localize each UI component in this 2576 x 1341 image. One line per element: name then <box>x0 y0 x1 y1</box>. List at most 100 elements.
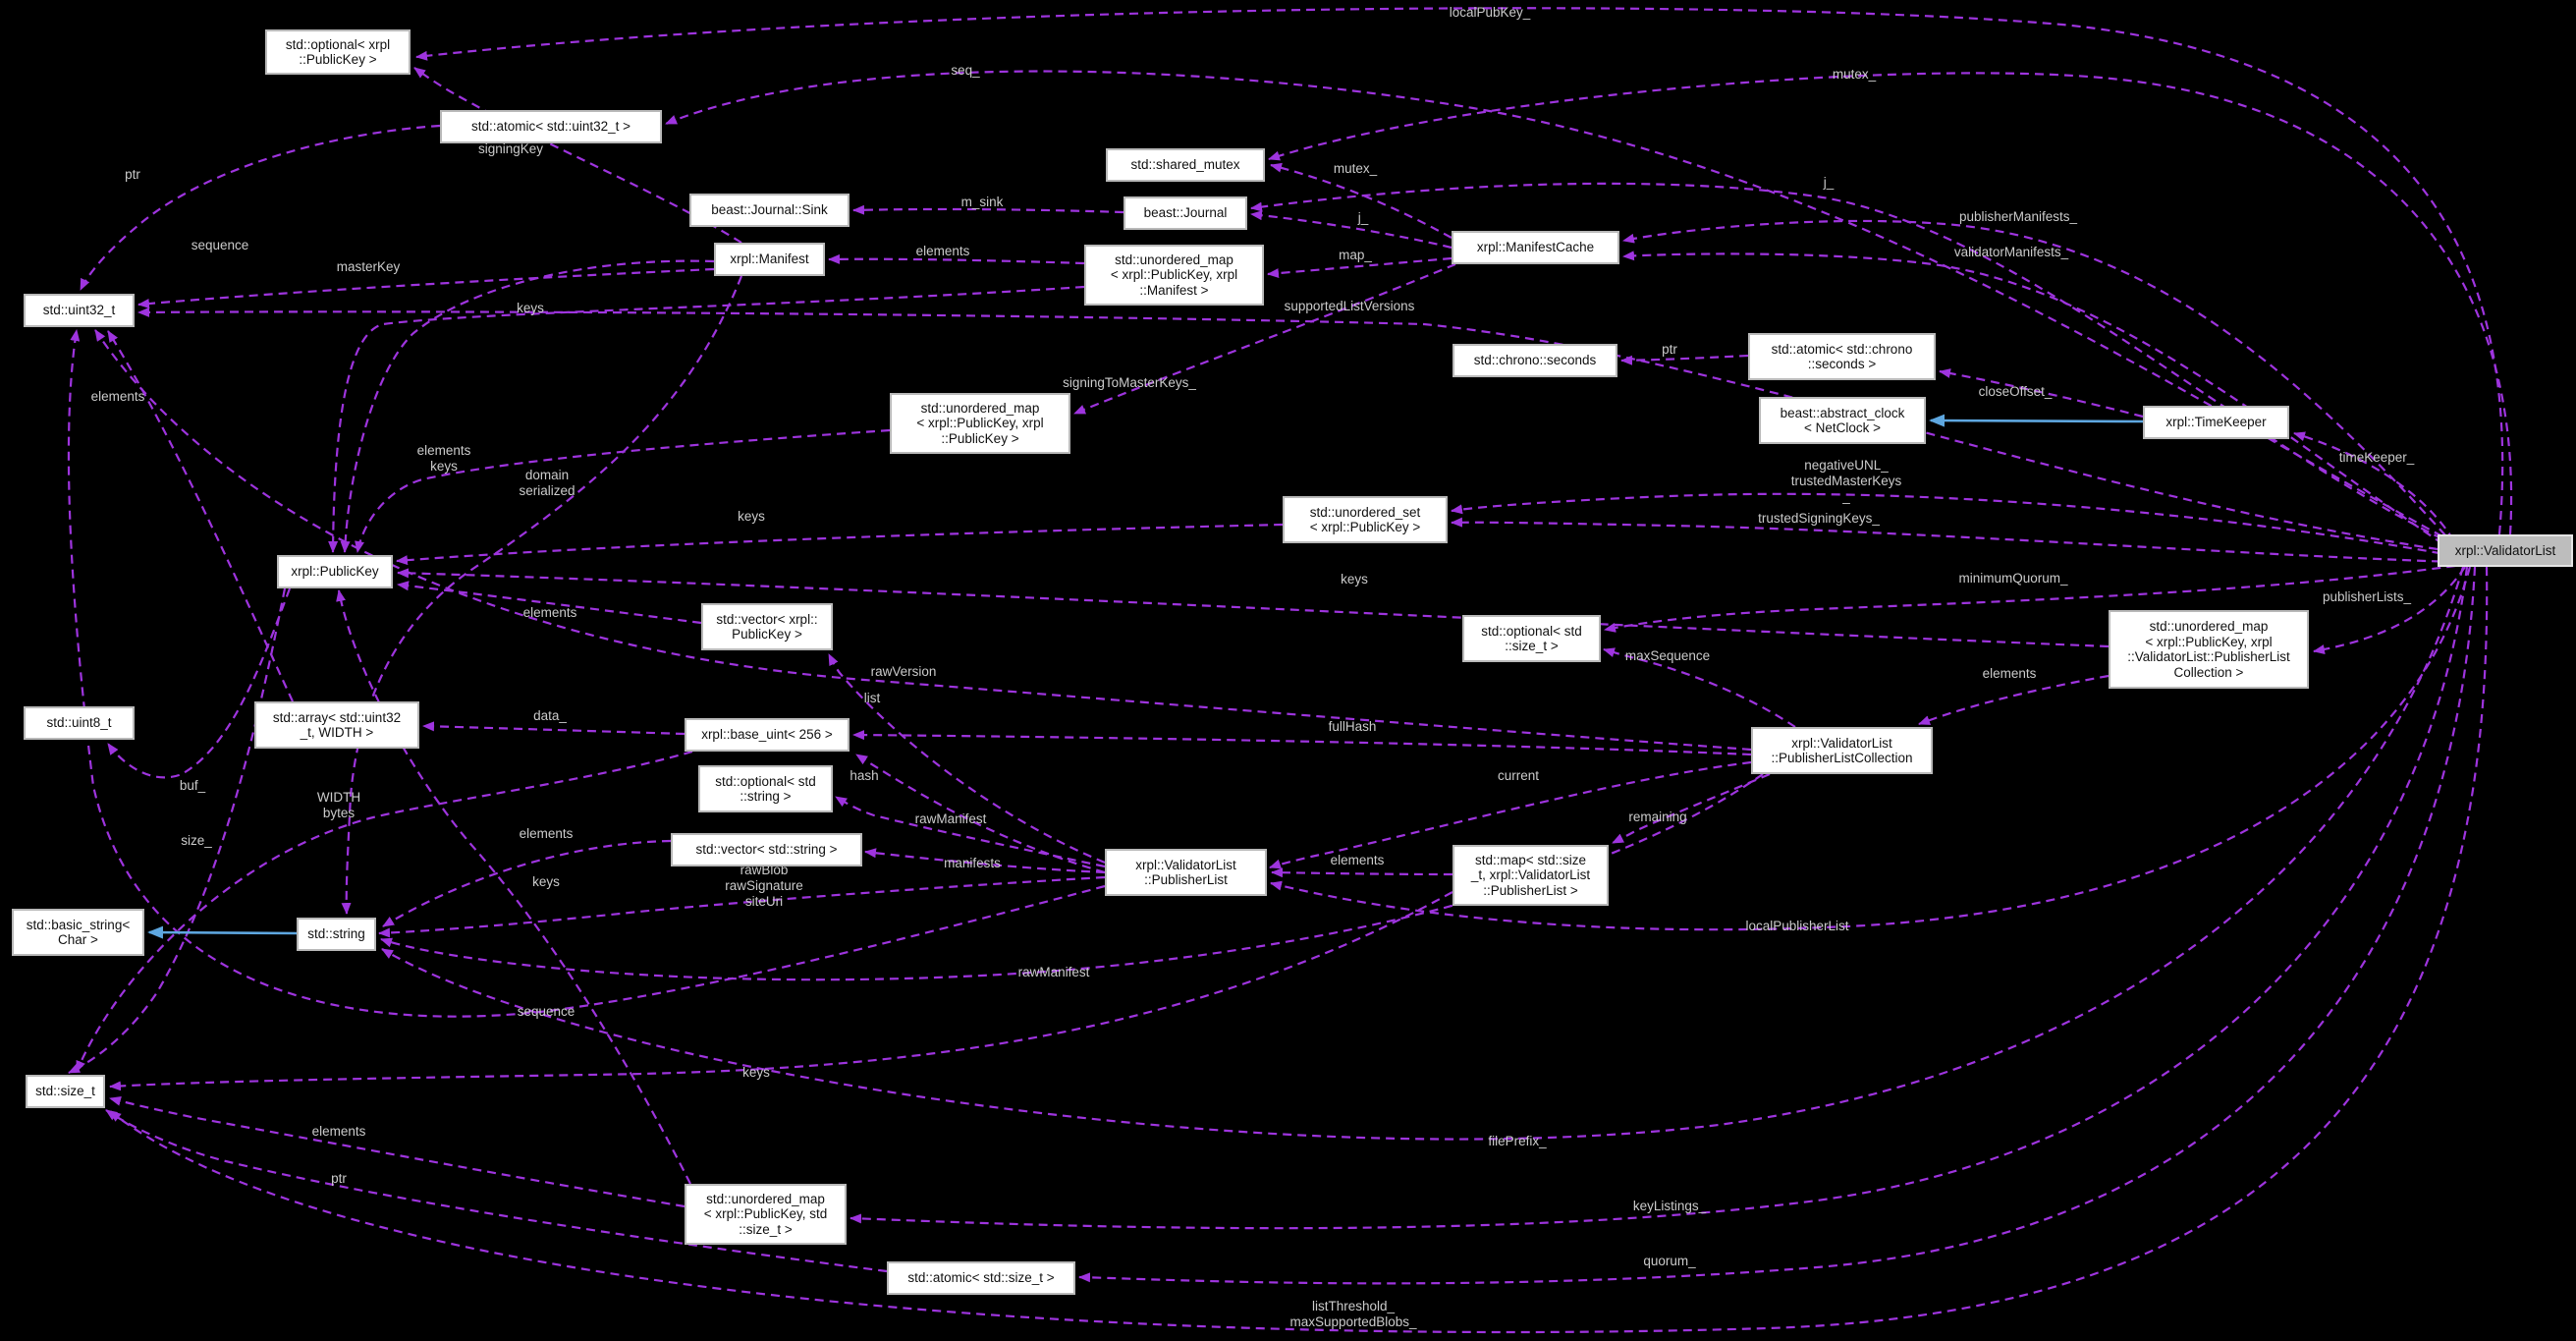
node-atomic-size[interactable]: std::atomic< std::size_t > <box>887 1261 1075 1295</box>
node-label-line: xrpl::ManifestCache <box>1476 240 1595 255</box>
node-vec-pk[interactable]: std::vector< xrpl::PublicKey > <box>701 603 833 650</box>
node-label-line: std::optional< std <box>1481 623 1582 639</box>
edge-vec-string-to-string <box>382 839 672 927</box>
node-label-line: ::PublisherList <box>1144 872 1228 887</box>
node-base-uint[interactable]: xrpl::base_uint< 256 > <box>685 718 850 752</box>
node-label-line: < xrpl::PublicKey > <box>1309 520 1421 534</box>
edge-umap-pk-manifest-to-publickey <box>328 285 1085 553</box>
node-label-line: xrpl::ValidatorList <box>1135 857 1236 872</box>
node-journal-sink[interactable]: beast::Journal::Sink <box>689 194 850 227</box>
node-label-line: ::Manifest > <box>1139 282 1209 298</box>
node-umap-pk-pk[interactable]: std::unordered_map< xrpl::PublicKey, xrp… <box>890 393 1070 454</box>
edge-array-uint32-to-uint32 <box>107 330 294 702</box>
edge-base-uint-to-array-uint32 <box>422 721 685 736</box>
edge-timekeeper-to-atomic-chrono <box>1939 368 2144 419</box>
node-label-line: ::ValidatorList::PublisherList <box>2127 649 2290 664</box>
node-shared-mutex[interactable]: std::shared_mutex <box>1106 148 1265 182</box>
edge-base-uint-to-size-t <box>75 750 693 1073</box>
node-label-line: std::unordered_map <box>1115 251 1233 267</box>
node-map-plist[interactable]: std::map< std::size_t, xrpl::ValidatorLi… <box>1452 845 1609 906</box>
node-label-line: < xrpl::PublicKey, xrpl <box>916 416 1044 431</box>
edge-plc-to-publisherlist <box>1269 760 1752 869</box>
edge-umap-pk-plc-to-plc <box>1918 674 2110 726</box>
node-validatorlist[interactable]: xrpl::ValidatorList <box>2438 534 2573 567</box>
node-manifestcache[interactable]: xrpl::ManifestCache <box>1452 231 1619 264</box>
node-label-line: std::basic_string< <box>26 917 131 932</box>
node-basic-string[interactable]: std::basic_string<Char > <box>12 909 144 956</box>
edge-manifest-to-opt-publickey <box>413 67 742 244</box>
edge-timekeeper-to-abstract-clock <box>1929 414 2144 427</box>
node-opt-publickey[interactable]: std::optional< xrpl::PublicKey > <box>265 29 411 75</box>
node-label-line: ::PublisherList > <box>1483 882 1578 898</box>
node-label-line: < xrpl::PublicKey, xrpl <box>2145 634 2273 649</box>
edge-validatorlist-to-size-t <box>109 566 2489 1334</box>
node-label-line: beast::Journal::Sink <box>711 202 828 218</box>
node-label-line: std::unordered_map <box>2149 619 2269 634</box>
edge-vec-pk-to-publickey <box>397 581 702 625</box>
node-label-line: std::atomic< std::uint32_t > <box>470 119 631 135</box>
node-chrono-seconds[interactable]: std::chrono::seconds <box>1452 344 1617 377</box>
node-plc[interactable]: xrpl::ValidatorList::PublisherListCollec… <box>1751 727 1933 774</box>
edge-publickey-to-uint8 <box>107 587 292 779</box>
edge-manifest-to-string <box>341 275 743 915</box>
node-umap-pk-manifest[interactable]: std::unordered_map< xrpl::PublicKey, xrp… <box>1084 245 1264 306</box>
node-timekeeper[interactable]: xrpl::TimeKeeper <box>2143 406 2289 439</box>
node-label-line: xrpl::base_uint< 256 > <box>701 727 833 743</box>
node-atomic-chrono[interactable]: std::atomic< std::chrono::seconds > <box>1748 333 1936 380</box>
node-uset-pk[interactable]: std::unordered_set< xrpl::PublicKey > <box>1283 496 1448 543</box>
node-label-line: std::atomic< std::size_t > <box>907 1270 1055 1286</box>
edge-manifest-to-uint32 <box>137 267 715 309</box>
edge-umap-pk-plc-to-publickey <box>397 568 2110 648</box>
edge-validatorlist-to-opt-publickey <box>415 7 2504 535</box>
node-publisherlist[interactable]: xrpl::ValidatorList::PublisherList <box>1105 849 1267 896</box>
node-umap-pk-size[interactable]: std::unordered_map< xrpl::PublicKey, std… <box>685 1184 847 1245</box>
node-label-line: std::string <box>307 926 365 942</box>
node-label-line: std::unordered_map <box>920 400 1040 416</box>
node-publickey[interactable]: xrpl::PublicKey <box>277 555 393 588</box>
edge-plc-to-map-plist <box>1612 772 1771 844</box>
edge-validatorlist-to-journal <box>1250 182 2456 546</box>
node-size-t[interactable]: std::size_t <box>26 1075 105 1108</box>
node-umap-pk-plc[interactable]: std::unordered_map< xrpl::PublicKey, xrp… <box>2109 610 2309 689</box>
edge-journal-to-journal-sink <box>852 204 1124 215</box>
edge-umap-pk-pk-to-publickey <box>355 428 891 553</box>
edge-validatorlist-to-opt-size <box>1604 564 2456 633</box>
node-label-line: ::seconds > <box>1807 357 1877 371</box>
node-journal[interactable]: beast::Journal <box>1124 196 1247 230</box>
edge-validatorlist-to-atomic-size <box>1078 566 2477 1285</box>
node-label-line: ::string > <box>740 789 792 804</box>
node-label-line: std::shared_mutex <box>1130 157 1240 173</box>
node-abstract-clock[interactable]: beast::abstract_clock< NetClock > <box>1759 397 1926 444</box>
edge-publisherlist-to-vec-string <box>864 848 1106 874</box>
node-opt-size[interactable]: std::optional< std::size_t > <box>1462 615 1601 662</box>
edge-validatorlist-to-uset-pk <box>1451 492 2456 558</box>
node-label-line: std::atomic< std::chrono <box>1771 341 1913 357</box>
edge-validatorlist-to-string <box>381 566 2465 1141</box>
node-atomic-uint32[interactable]: std::atomic< std::uint32_t > <box>440 110 662 143</box>
node-label-line: std::uint8_t <box>46 715 112 731</box>
edge-umap-pk-size-to-publickey <box>336 589 691 1185</box>
node-vec-string[interactable]: std::vector< std::string > <box>671 833 862 866</box>
node-uint8[interactable]: std::uint8_t <box>24 706 135 740</box>
node-string[interactable]: std::string <box>297 918 376 951</box>
node-label-line: std::vector< std::string > <box>695 842 838 858</box>
edge-publisherlist-to-uint32 <box>67 329 1106 1018</box>
node-label-line: xrpl::TimeKeeper <box>2165 415 2267 430</box>
node-array-uint32[interactable]: std::array< std::uint32_t, WIDTH > <box>254 701 419 749</box>
node-label-line: std::map< std::size <box>1475 852 1586 867</box>
node-manifest[interactable]: xrpl::Manifest <box>714 243 825 276</box>
edge-validatorlist-to-atomic-uint32 <box>665 70 2456 544</box>
node-label-line: std::array< std::uint32 <box>272 709 402 725</box>
node-label-line: < NetClock > <box>1803 420 1882 435</box>
edge-map-plist-to-size-t <box>109 891 1453 1091</box>
node-label-line: Char > <box>58 932 98 947</box>
node-label-line: PublicKey > <box>732 627 802 642</box>
edge-atomic-uint32-to-uint32 <box>80 124 441 291</box>
node-label-line: xrpl::PublicKey <box>291 564 379 580</box>
edge-publisherlist-to-opt-string <box>835 796 1106 868</box>
node-opt-string[interactable]: std::optional< std::string > <box>698 765 833 812</box>
edge-manifestcache-to-umap-pk-manifest <box>1267 256 1452 279</box>
edge-umap-pk-manifest-to-manifest <box>828 253 1085 265</box>
node-uint32[interactable]: std::uint32_t <box>24 294 135 327</box>
